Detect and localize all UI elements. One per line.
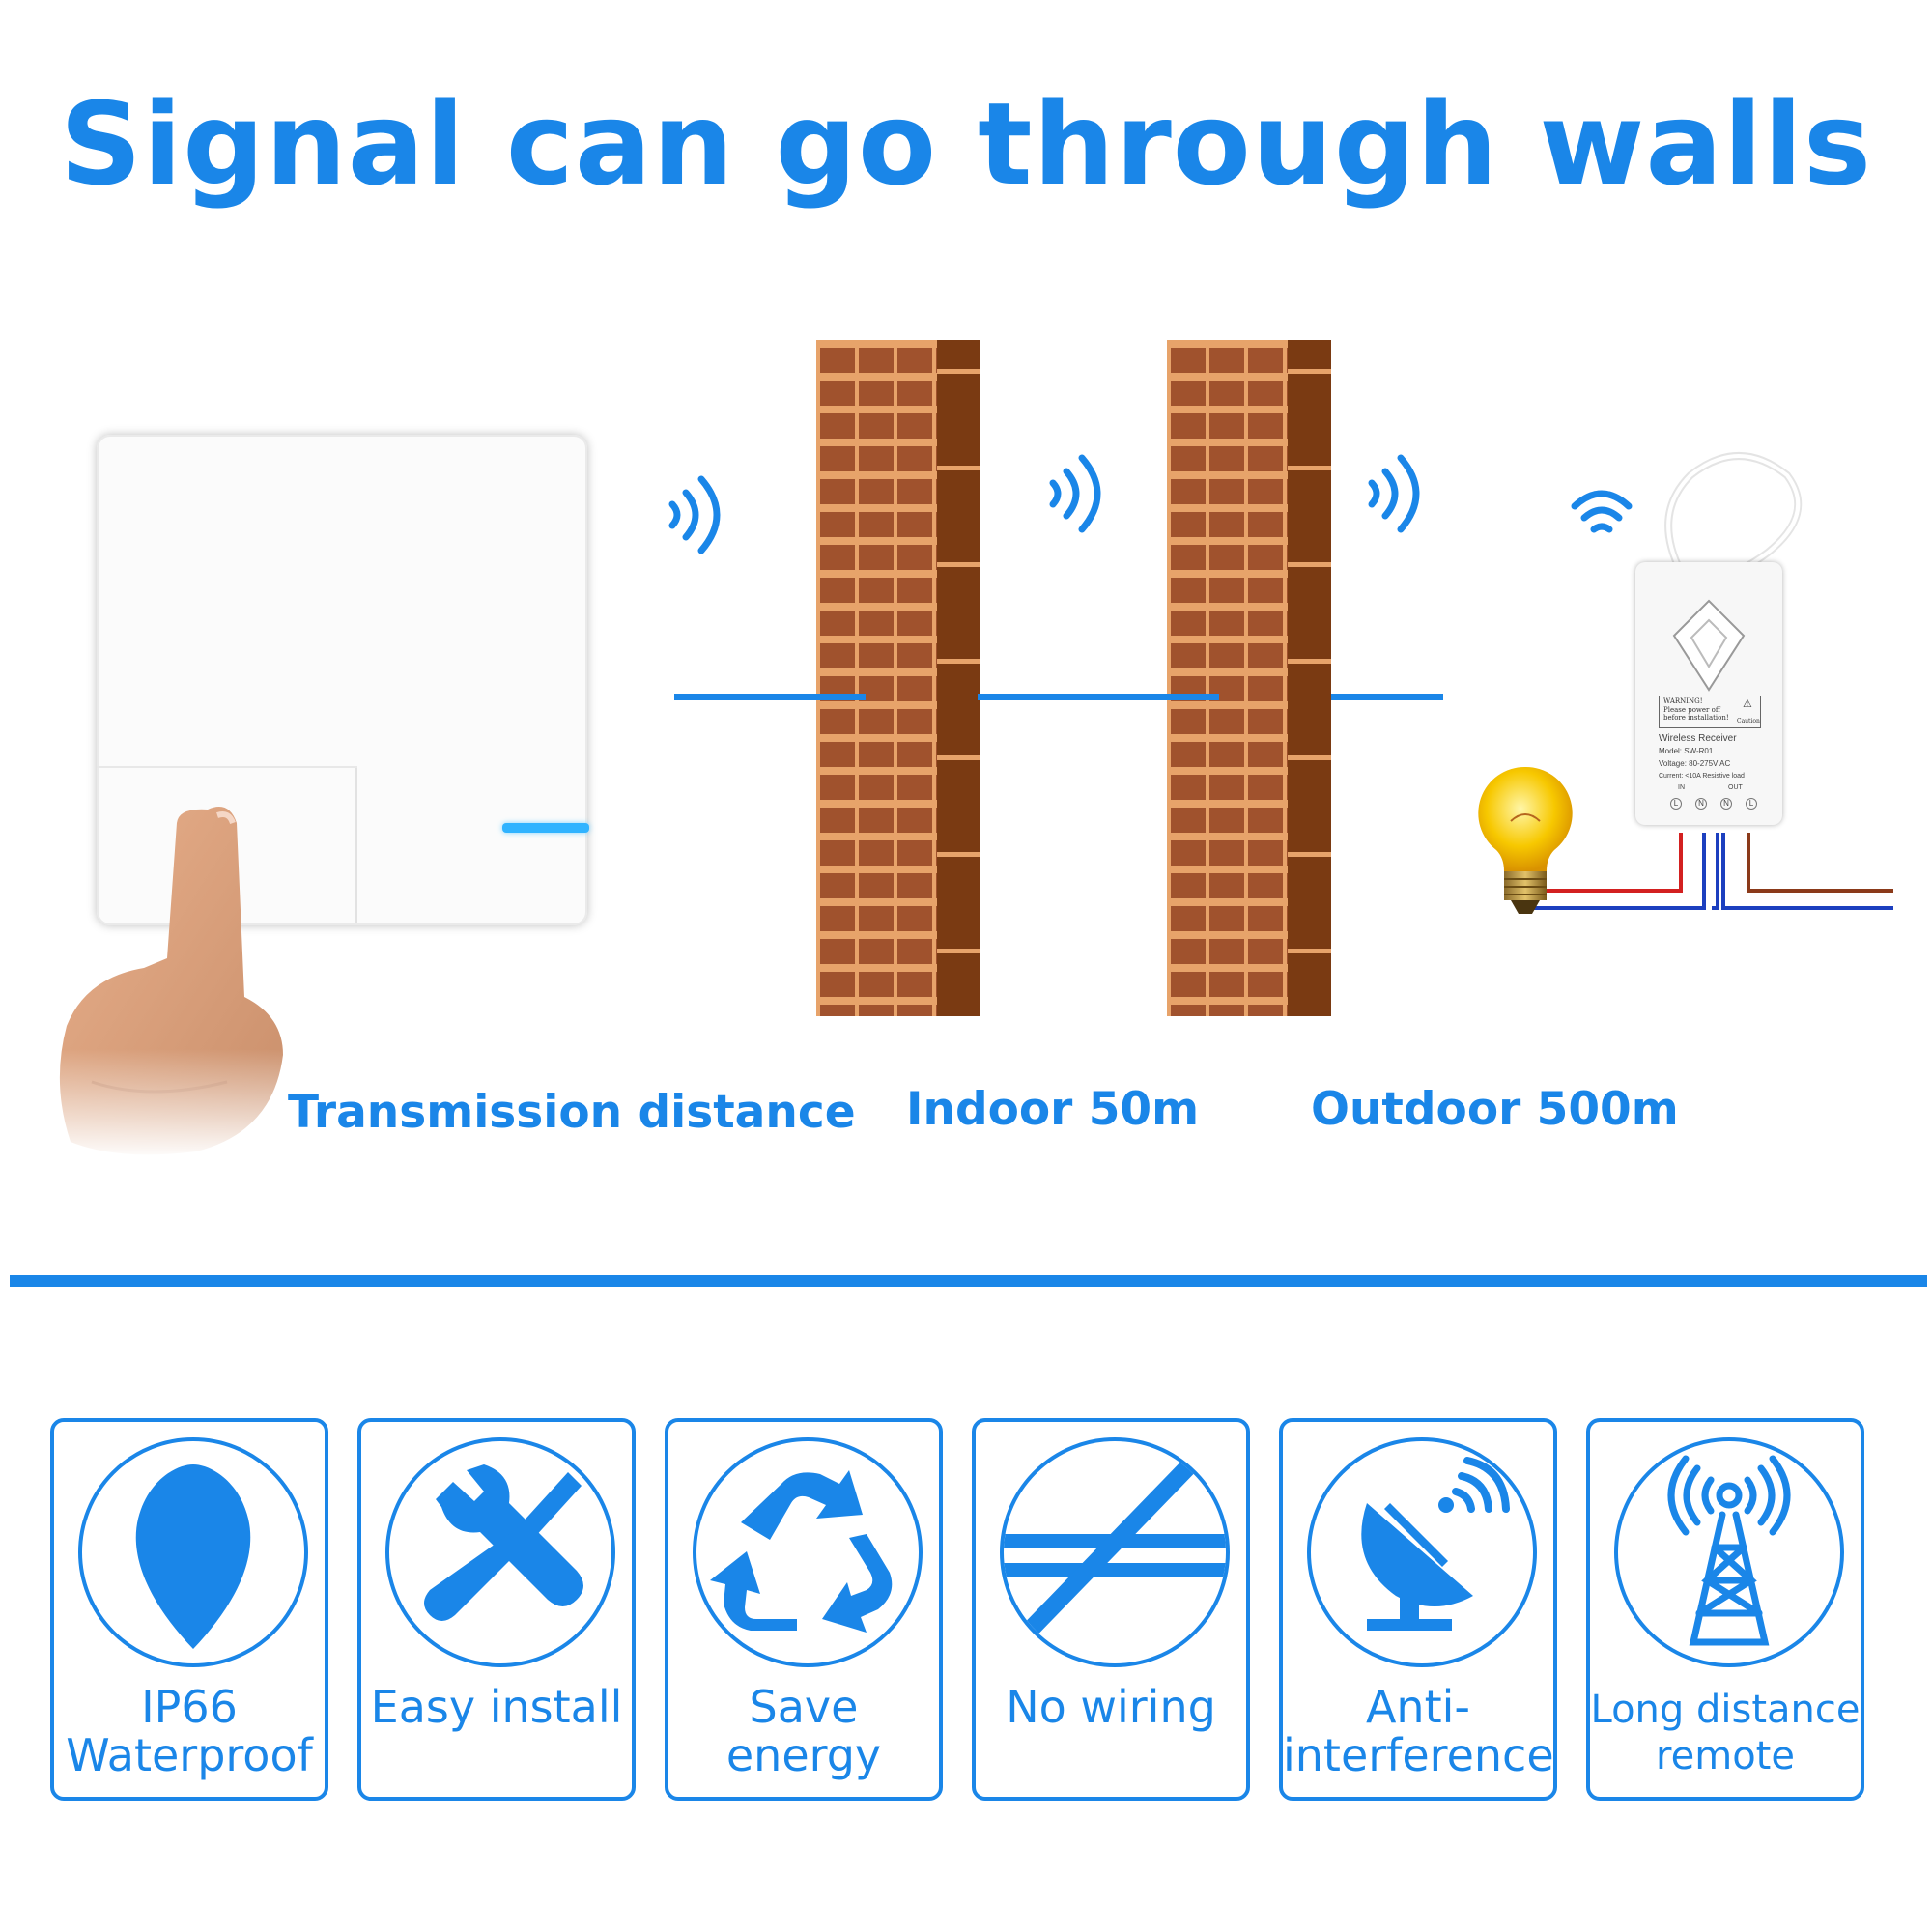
terminal-label: N bbox=[1695, 798, 1707, 810]
feature-label: Save energy bbox=[668, 1683, 939, 1779]
wiring-diagram bbox=[1532, 833, 1893, 910]
receiver-product-name: Wireless Receiver bbox=[1659, 733, 1737, 744]
feature-label-line: Easy install bbox=[370, 1681, 623, 1733]
feature-label-line: interference bbox=[1283, 1729, 1554, 1781]
caption-transmission-distance: Transmission distance bbox=[288, 1086, 856, 1139]
terminal-label: L bbox=[1670, 798, 1682, 810]
feature-card-waterproof: IP66 Waterproof bbox=[50, 1418, 328, 1801]
feature-label: Easy install bbox=[361, 1683, 632, 1731]
recycle-icon bbox=[710, 1470, 893, 1633]
feature-label: No wiring bbox=[976, 1683, 1246, 1731]
feature-icon-circle bbox=[1614, 1437, 1844, 1667]
feature-icon-circle bbox=[78, 1437, 308, 1667]
feature-label: Anti- interference bbox=[1283, 1681, 1554, 1781]
feature-card-save-energy: Save energy bbox=[665, 1418, 943, 1801]
receiver-in-label: IN bbox=[1678, 784, 1685, 791]
feature-icon-circle bbox=[1000, 1437, 1230, 1667]
switch-seam-horizontal bbox=[97, 766, 357, 768]
signal-wave-icon bbox=[1368, 454, 1420, 533]
pressing-finger-icon bbox=[53, 792, 304, 1159]
warning-text-1: Please power off bbox=[1663, 706, 1720, 714]
feature-card-long-distance: Long distance remote bbox=[1586, 1418, 1864, 1801]
switch-seam bbox=[355, 768, 357, 923]
caution-text: Caution bbox=[1737, 718, 1760, 724]
no-wiring-icon bbox=[1004, 1449, 1226, 1650]
warning-text-2: before installation! bbox=[1663, 714, 1729, 722]
receiver-out-label: OUT bbox=[1728, 784, 1743, 791]
water-drop-icon bbox=[135, 1464, 251, 1649]
feature-label: Long distance remote bbox=[1590, 1687, 1861, 1779]
signal-line bbox=[674, 694, 866, 700]
caption-outdoor-range: Outdoor 500m bbox=[1311, 1083, 1679, 1136]
signal-wave-icon bbox=[668, 475, 721, 554]
brick-wall-left bbox=[816, 340, 980, 1016]
wifi-icon bbox=[1571, 490, 1633, 533]
feature-card-easy-install: Easy install bbox=[357, 1418, 636, 1801]
warning-title: WARNING! bbox=[1663, 697, 1703, 705]
receiver-antenna-cable bbox=[1664, 452, 1803, 579]
receiver-logo-icon bbox=[1672, 599, 1746, 692]
receiver-warning-box: WARNING! Please power off before install… bbox=[1659, 696, 1761, 728]
signal-wave-icon bbox=[1049, 454, 1101, 533]
wireless-receiver: WARNING! Please power off before install… bbox=[1635, 562, 1782, 825]
feature-label-line: Long distance bbox=[1590, 1688, 1861, 1732]
feature-label-line: IP66 bbox=[141, 1681, 238, 1733]
warning-triangle-icon: ⚠ bbox=[1743, 697, 1752, 710]
feature-label-line: remote bbox=[1656, 1734, 1795, 1778]
satellite-dish-icon bbox=[1361, 1457, 1510, 1631]
feature-card-no-wiring: No wiring bbox=[972, 1418, 1250, 1801]
signal-line bbox=[1331, 694, 1443, 700]
receiver-model: Model: SW-R01 bbox=[1659, 747, 1714, 755]
feature-icon-circle bbox=[693, 1437, 923, 1667]
switch-led-indicator bbox=[502, 823, 589, 833]
signal-tower-icon bbox=[1667, 1455, 1791, 1646]
section-divider bbox=[10, 1275, 1927, 1287]
feature-label: IP66 Waterproof bbox=[54, 1683, 325, 1779]
terminal-label: N bbox=[1720, 798, 1732, 810]
receiver-voltage: Voltage: 80-275V AC bbox=[1659, 759, 1731, 768]
receiver-current: Current: <10A Resistive load bbox=[1659, 773, 1745, 780]
feature-icon-circle bbox=[1307, 1437, 1537, 1667]
headline: Signal can go through walls bbox=[59, 77, 1873, 211]
terminal-label: L bbox=[1746, 798, 1757, 810]
feature-label-line: Anti- bbox=[1365, 1681, 1471, 1733]
brick-wall-right bbox=[1167, 340, 1331, 1016]
feature-label-line: Save energy bbox=[725, 1681, 882, 1781]
light-bulb-icon bbox=[1478, 766, 1573, 914]
feature-label-line: No wiring bbox=[1006, 1681, 1216, 1733]
signal-line bbox=[978, 694, 1219, 700]
caption-indoor-range: Indoor 50m bbox=[906, 1083, 1200, 1136]
feature-label-line: Waterproof bbox=[66, 1729, 313, 1781]
tools-icon bbox=[424, 1464, 583, 1634]
feature-card-anti-interference: Anti- interference bbox=[1279, 1418, 1557, 1801]
feature-icon-circle bbox=[385, 1437, 615, 1667]
